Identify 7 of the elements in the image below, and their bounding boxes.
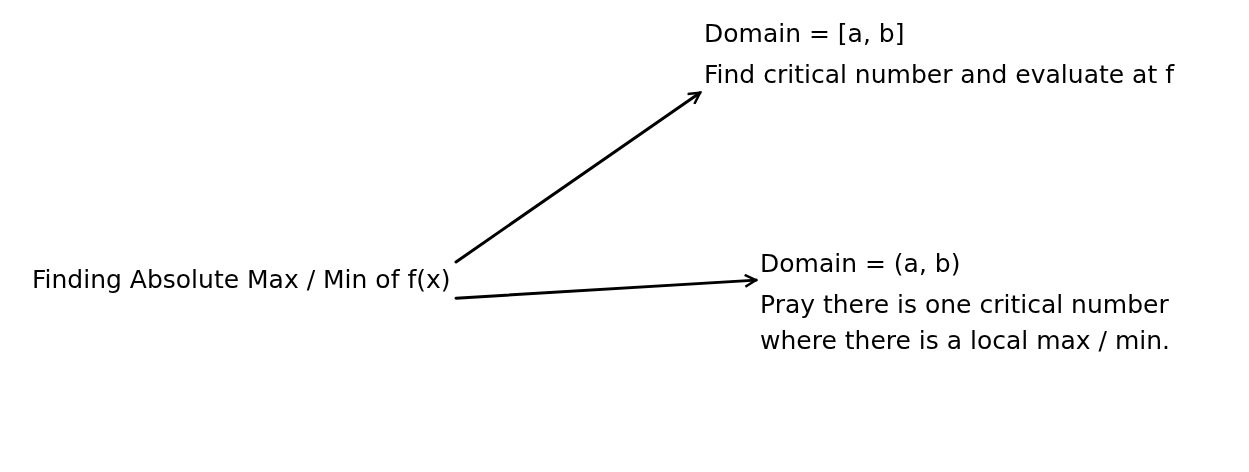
node-description: Find critical number and evaluate at f (704, 58, 1174, 91)
topic-text: Finding Absolute Max / Min of f(x) (32, 264, 452, 296)
arrow (454, 273, 758, 300)
node-heading: Domain = (a, b) (760, 248, 962, 280)
node-description: Pray there is one critical number where there is a local max / min. (760, 288, 1172, 357)
node-heading: Domain = [a, b] (704, 18, 906, 50)
arrow (454, 91, 702, 264)
